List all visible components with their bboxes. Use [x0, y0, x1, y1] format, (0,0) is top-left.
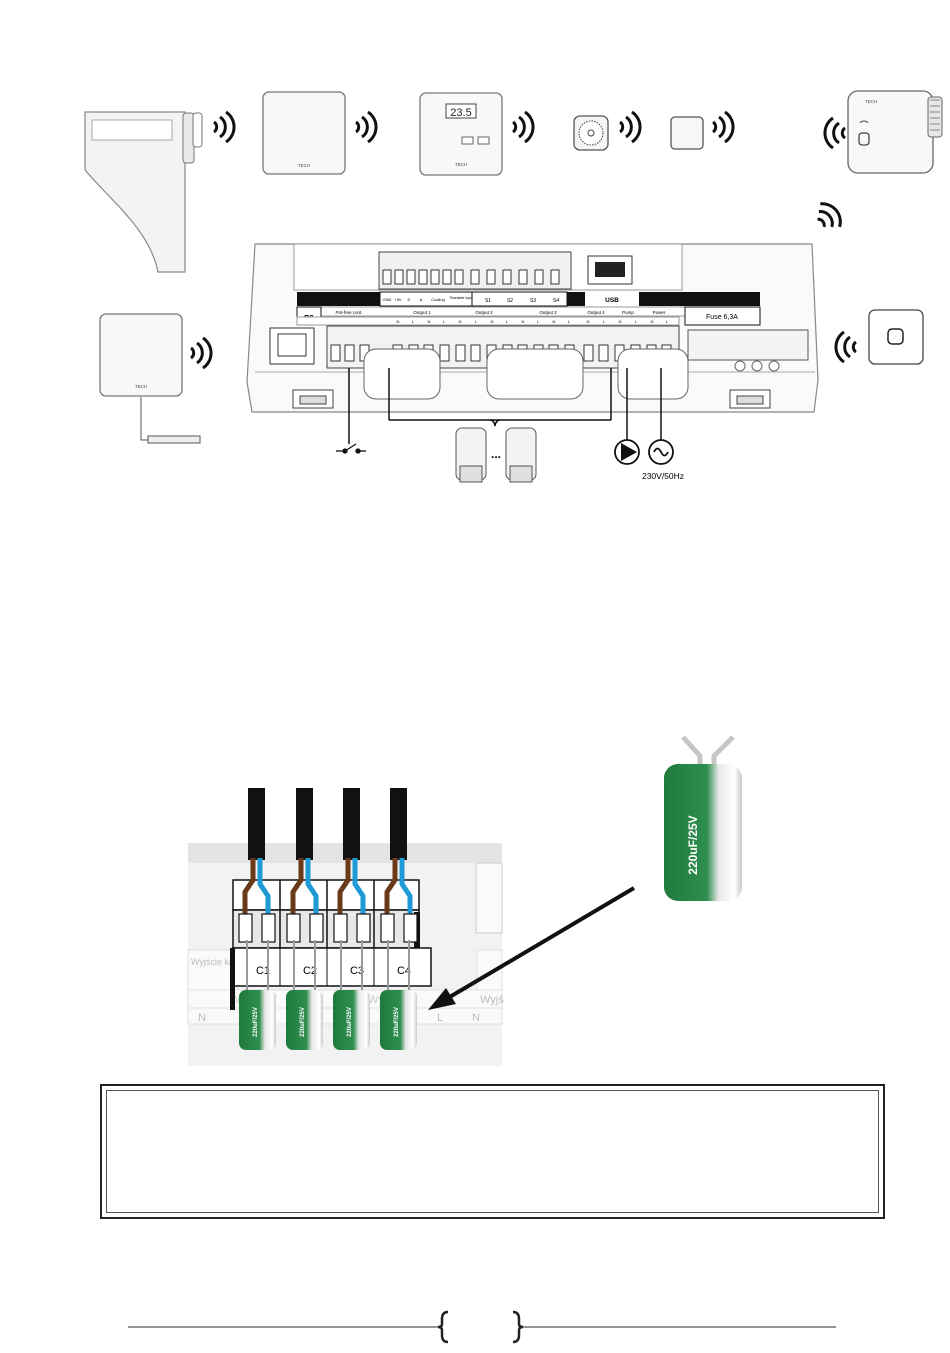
svg-text:S4: S4 [553, 298, 559, 304]
svg-text:N: N [428, 319, 431, 324]
wireless-icon [354, 110, 378, 144]
voltage-label: 230V/50Hz [642, 471, 684, 481]
capacitor-c2: 220uF/25V [286, 990, 323, 1050]
svg-text:N: N [397, 319, 400, 324]
ac-power-icon [648, 439, 674, 465]
thermostat-device: 23.5 TECH [419, 92, 535, 176]
svg-text:N: N [459, 319, 462, 324]
svg-text:Output 4: Output 4 [587, 310, 605, 315]
output-labels: Output 1 Output 2 Output 3 Output 4 Pump… [413, 310, 666, 315]
svg-text:GND: GND [383, 297, 392, 302]
svg-text:Pot-free cont.: Pot-free cont. [335, 310, 362, 315]
nl-terminal-labels: N L N L N L N L N L N L N L N L N L [397, 319, 669, 324]
svg-text:L: L [666, 319, 669, 324]
svg-text:...: ... [491, 447, 501, 461]
channel-label: C3 [350, 965, 364, 977]
svg-text:N: N [491, 319, 494, 324]
svg-text:L: L [603, 319, 606, 324]
controller-board: USB GND +5V D A Cooling Timetable input … [246, 243, 819, 413]
note-box-inner [106, 1090, 879, 1213]
svg-text:220uF/25V: 220uF/25V [394, 1007, 400, 1037]
svg-text:L: L [635, 319, 638, 324]
potential-free-switch [336, 443, 366, 454]
svg-text:N: N [619, 319, 622, 324]
capacitor-c1: 220uF/25V [239, 990, 276, 1050]
svg-text:S2: S2 [507, 298, 513, 304]
wireless-icon [618, 110, 642, 144]
svg-text:Output 3: Output 3 [539, 310, 557, 315]
wireless-icon [809, 197, 848, 237]
capacitor-c4: 220uF/25V [380, 990, 417, 1050]
svg-text:D: D [408, 297, 411, 302]
svg-text:TECH: TECH [865, 99, 877, 104]
large-capacitor: 220uF/25V [664, 735, 742, 901]
svg-text:S1: S1 [485, 298, 491, 304]
svg-text:220uF/25V: 220uF/25V [686, 815, 700, 874]
capacitor-c3: 220uF/25V [333, 990, 370, 1050]
svg-text:USB: USB [605, 297, 619, 304]
svg-text:TECH: TECH [455, 162, 467, 167]
thermal-actuators: ... [455, 427, 537, 483]
wired-room-sensor-device: TECH [99, 313, 213, 444]
top-terminal-blocks [378, 251, 572, 290]
wireless-icon [212, 110, 236, 144]
page-footer [128, 1310, 836, 1344]
room-sensor-device: TECH [262, 91, 378, 175]
svg-text:+5V: +5V [394, 297, 402, 302]
board-connections [348, 368, 662, 444]
svg-text:220uF/25V: 220uF/25V [300, 1007, 306, 1037]
wireless-icon [834, 330, 858, 364]
small-capacitors: 220uF/25V 220uF/25V 220uF/25V 220uF/25V [239, 990, 417, 1050]
svg-text:L: L [537, 319, 540, 324]
window-sensor-device [84, 110, 236, 273]
wireless-icon [823, 116, 847, 150]
svg-text:Pump: Pump [622, 310, 634, 315]
wireless-icon [711, 110, 735, 144]
usb-port [587, 255, 633, 285]
wireless-icon [511, 110, 535, 144]
thermostat-display: 23.5 [450, 107, 471, 119]
svg-text:L: L [443, 319, 446, 324]
svg-text:220uF/25V: 220uF/25V [347, 1007, 353, 1037]
svg-text:Wyjście kan. 1: Wyjście kan. 1 [191, 957, 249, 967]
channel-label: C4 [397, 965, 411, 977]
svg-text:220uF/25V: 220uF/25V [253, 1007, 259, 1037]
svg-text:N: N [472, 1012, 480, 1024]
svg-text:N: N [522, 319, 525, 324]
dial-sensor-device [573, 110, 642, 151]
svg-text:TECH: TECH [135, 384, 147, 389]
svg-text:Output 2: Output 2 [475, 310, 493, 315]
svg-text:N: N [198, 1012, 206, 1024]
svg-text:N: N [553, 319, 556, 324]
svg-text:L: L [506, 319, 509, 324]
svg-text:Cooling: Cooling [431, 297, 445, 302]
svg-text:Power: Power [653, 310, 666, 315]
cables [248, 788, 407, 860]
svg-text:TECH: TECH [298, 163, 310, 168]
svg-text:N: N [587, 319, 590, 324]
svg-text:Timetable input: Timetable input [449, 296, 473, 300]
channel-label: C2 [303, 965, 317, 977]
svg-text:Wyjś: Wyjś [480, 994, 504, 1006]
svg-text:Output 1: Output 1 [413, 310, 431, 315]
small-sensor-device [670, 110, 735, 150]
svg-text:L: L [568, 319, 571, 324]
svg-text:L: L [475, 319, 478, 324]
channel-label: C1 [256, 965, 270, 977]
radiator-actuator-device: TECH [823, 90, 943, 174]
fuse-label: Fuse 6,3A [706, 314, 738, 321]
pump-icon [614, 439, 640, 465]
pointer-arrow [428, 886, 636, 1010]
svg-text:S3: S3 [530, 298, 536, 304]
right-sensor-device [834, 309, 924, 365]
wireless-icon [189, 336, 213, 370]
capacitor-detail-photo: Wyjście kan. 1 Wy Wy Wyjś N N L [187, 788, 504, 1066]
sensor-strip-labels: GND +5V D A Cooling Timetable input S1 S… [383, 296, 560, 304]
note-box [100, 1084, 885, 1219]
svg-text:L: L [437, 1012, 443, 1024]
svg-text:L: L [412, 319, 415, 324]
svg-text:A: A [420, 297, 423, 302]
svg-text:N: N [651, 319, 654, 324]
